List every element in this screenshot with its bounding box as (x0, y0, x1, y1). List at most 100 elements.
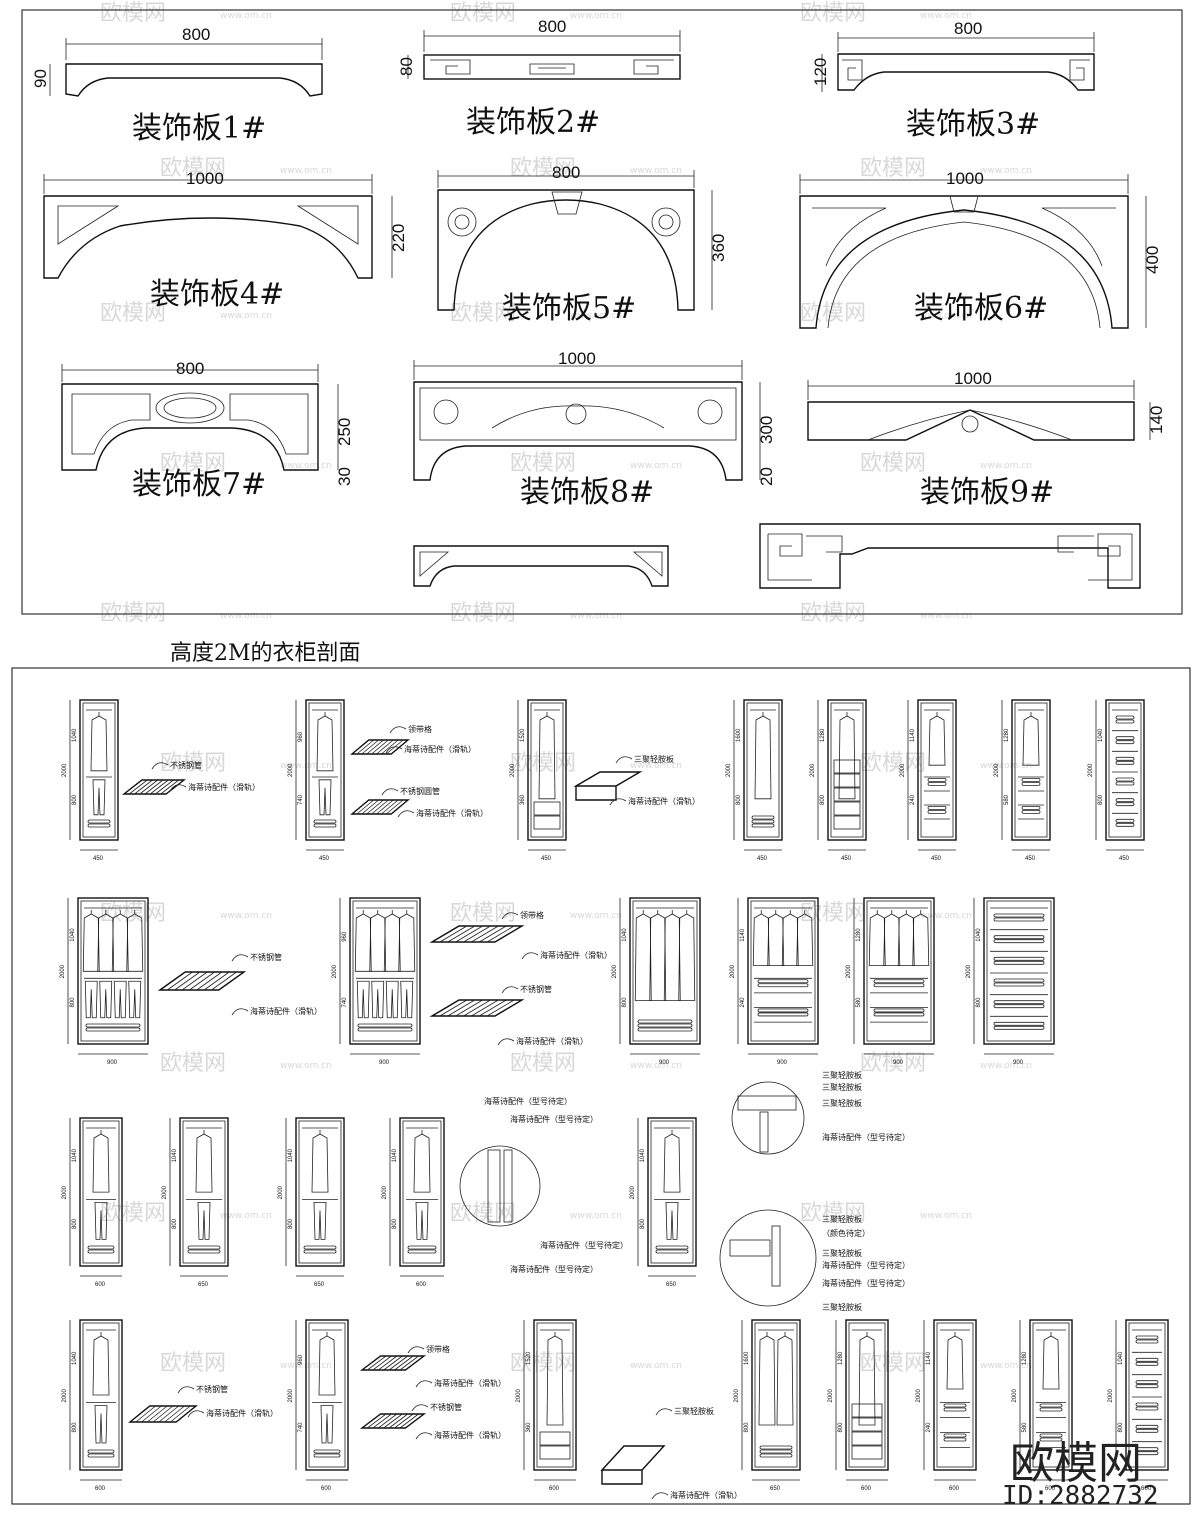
dim-width: 450 (93, 856, 104, 862)
coat-icon (90, 712, 108, 772)
folded-clothes-icon (313, 1449, 341, 1454)
folded-clothes-icon (1135, 1406, 1159, 1411)
folded-clothes-icon (751, 823, 775, 828)
coat-icon (195, 1130, 213, 1193)
watermark-url: www.om.cn (980, 166, 1032, 176)
dim-lower: 740 (298, 794, 304, 805)
watermark-url: www.om.cn (630, 461, 682, 471)
folded-clothes-icon (87, 819, 111, 824)
dim-lower: 800 (744, 1422, 750, 1433)
dim-lower: 800 (70, 997, 76, 1008)
panel-8-height2: 20 (757, 467, 776, 486)
note-steel-round: 不锈钢圆管 (400, 786, 440, 796)
folded-clothes-icon (1135, 1384, 1159, 1389)
watermark-logo: 欧模网 (510, 1051, 576, 1076)
detail-callout-2: 三聚轻胺板 三聚轻胺板 三聚轻胺板 海蒂诗配件（型号待定） (731, 1070, 910, 1155)
watermark-logo: 欧模网 (860, 751, 926, 776)
dim-width: 900 (777, 1060, 788, 1066)
folded-clothes-icon (873, 1012, 925, 1017)
panel-8-height: 300 (757, 416, 776, 444)
watermark-url: www.om.cn (570, 311, 622, 321)
watermark-logo: 欧模网 (860, 156, 926, 181)
pants-icon (415, 1201, 429, 1240)
folded-clothes-icon (655, 1245, 689, 1250)
dim-upper: 1040 (640, 1148, 646, 1162)
watermark-url: www.om.cn (630, 1361, 682, 1371)
coat-icon (383, 910, 401, 972)
folded-clothes-icon (1135, 1447, 1159, 1452)
folded-clothes-icon (1135, 1335, 1159, 1340)
watermark-logo: 欧模网 (160, 1051, 226, 1076)
dim-upper: 1040 (72, 728, 78, 742)
watermark-url: www.om.cn (920, 11, 972, 21)
note-rail: 海蒂诗配件（滑轨） (416, 808, 488, 818)
coat-icon (369, 910, 387, 972)
folded-clothes-icon (993, 1025, 1045, 1030)
folded-clothes-icon (357, 1023, 413, 1028)
pull-out-tray (350, 739, 410, 755)
folded-clothes-icon (637, 1019, 693, 1024)
pants-icon (356, 980, 370, 1019)
panel-2: 800 80 装饰板2# (397, 17, 681, 140)
pull-out-tray (350, 799, 410, 815)
dim-upper: 1140 (926, 1351, 932, 1365)
dim-lower: 740 (298, 1422, 304, 1433)
folded-clothes-icon (1135, 1451, 1159, 1456)
folded-clothes-icon (1135, 1339, 1159, 1344)
callout-1-note-d: 海蒂诗配件（型号待定） (510, 1264, 598, 1274)
watermark-logo: 欧模网 (100, 1, 166, 26)
folded-clothes-icon (943, 1433, 967, 1438)
folded-clothes-icon (1115, 719, 1135, 724)
folded-clothes-icon (1115, 715, 1135, 720)
watermark-logo: 欧模网 (510, 451, 576, 476)
dim-width: 900 (107, 1060, 118, 1066)
dim-upper: 960 (298, 731, 304, 742)
dim-upper: 960 (342, 931, 348, 942)
dim-total: 2000 (916, 1388, 922, 1402)
pants-icon (313, 1201, 327, 1240)
pants-icon (94, 1405, 108, 1444)
panel-9: 1000 140 装饰板9# (807, 369, 1166, 510)
dim-lower: 740 (342, 997, 348, 1008)
dim-total: 2000 (62, 1185, 68, 1199)
dim-width: 450 (931, 856, 942, 862)
folded-clothes-icon (85, 1027, 141, 1032)
note-steel-tube: 不锈钢管 (430, 1402, 462, 1412)
watermark-layer: 欧模网 www.om.cn 欧模网 www.om.cn 欧模网 www.om.cn 欧模网 w… (100, 1, 1032, 1376)
watermark-logo: 欧模网 (160, 751, 226, 776)
folded-clothes-icon (187, 1249, 221, 1254)
dim-total: 2000 (846, 964, 852, 978)
coat-icon (767, 910, 785, 966)
dim-width: 600 (549, 1486, 560, 1492)
coat-icon (754, 712, 772, 800)
dim-upper: 960 (298, 1354, 304, 1365)
note-rail: 海蒂诗配件（滑轨） (516, 1036, 588, 1046)
coat-icon (413, 1130, 431, 1193)
callout-1-note-b: 海蒂诗配件（型号待定） (510, 1114, 598, 1124)
callout-1-note-c: 海蒂诗配件（型号待定） (540, 1240, 628, 1250)
dim-upper: 1280 (1022, 1351, 1028, 1365)
pants-icon (128, 980, 142, 1019)
callout-3-note-b: （颜色待定） (822, 1228, 870, 1238)
coat-icon (97, 910, 115, 972)
coat-icon (678, 910, 696, 1001)
watermark-url: www.om.cn (980, 1361, 1032, 1371)
coat-icon (838, 712, 856, 800)
coat-icon (868, 910, 886, 966)
pants-icon (84, 980, 98, 1019)
folded-clothes-icon (1021, 778, 1041, 782)
coat-icon (649, 910, 667, 1001)
folded-clothes-icon (993, 939, 1045, 944)
watermark-url: www.om.cn (920, 611, 972, 621)
watermark-url: www.om.cn (220, 911, 272, 921)
coat-icon (538, 712, 556, 800)
coat-icon (126, 910, 144, 972)
folded-clothes-icon (757, 1008, 809, 1013)
callout-3-note-d: 海蒂诗配件（型号待定） (822, 1260, 910, 1270)
